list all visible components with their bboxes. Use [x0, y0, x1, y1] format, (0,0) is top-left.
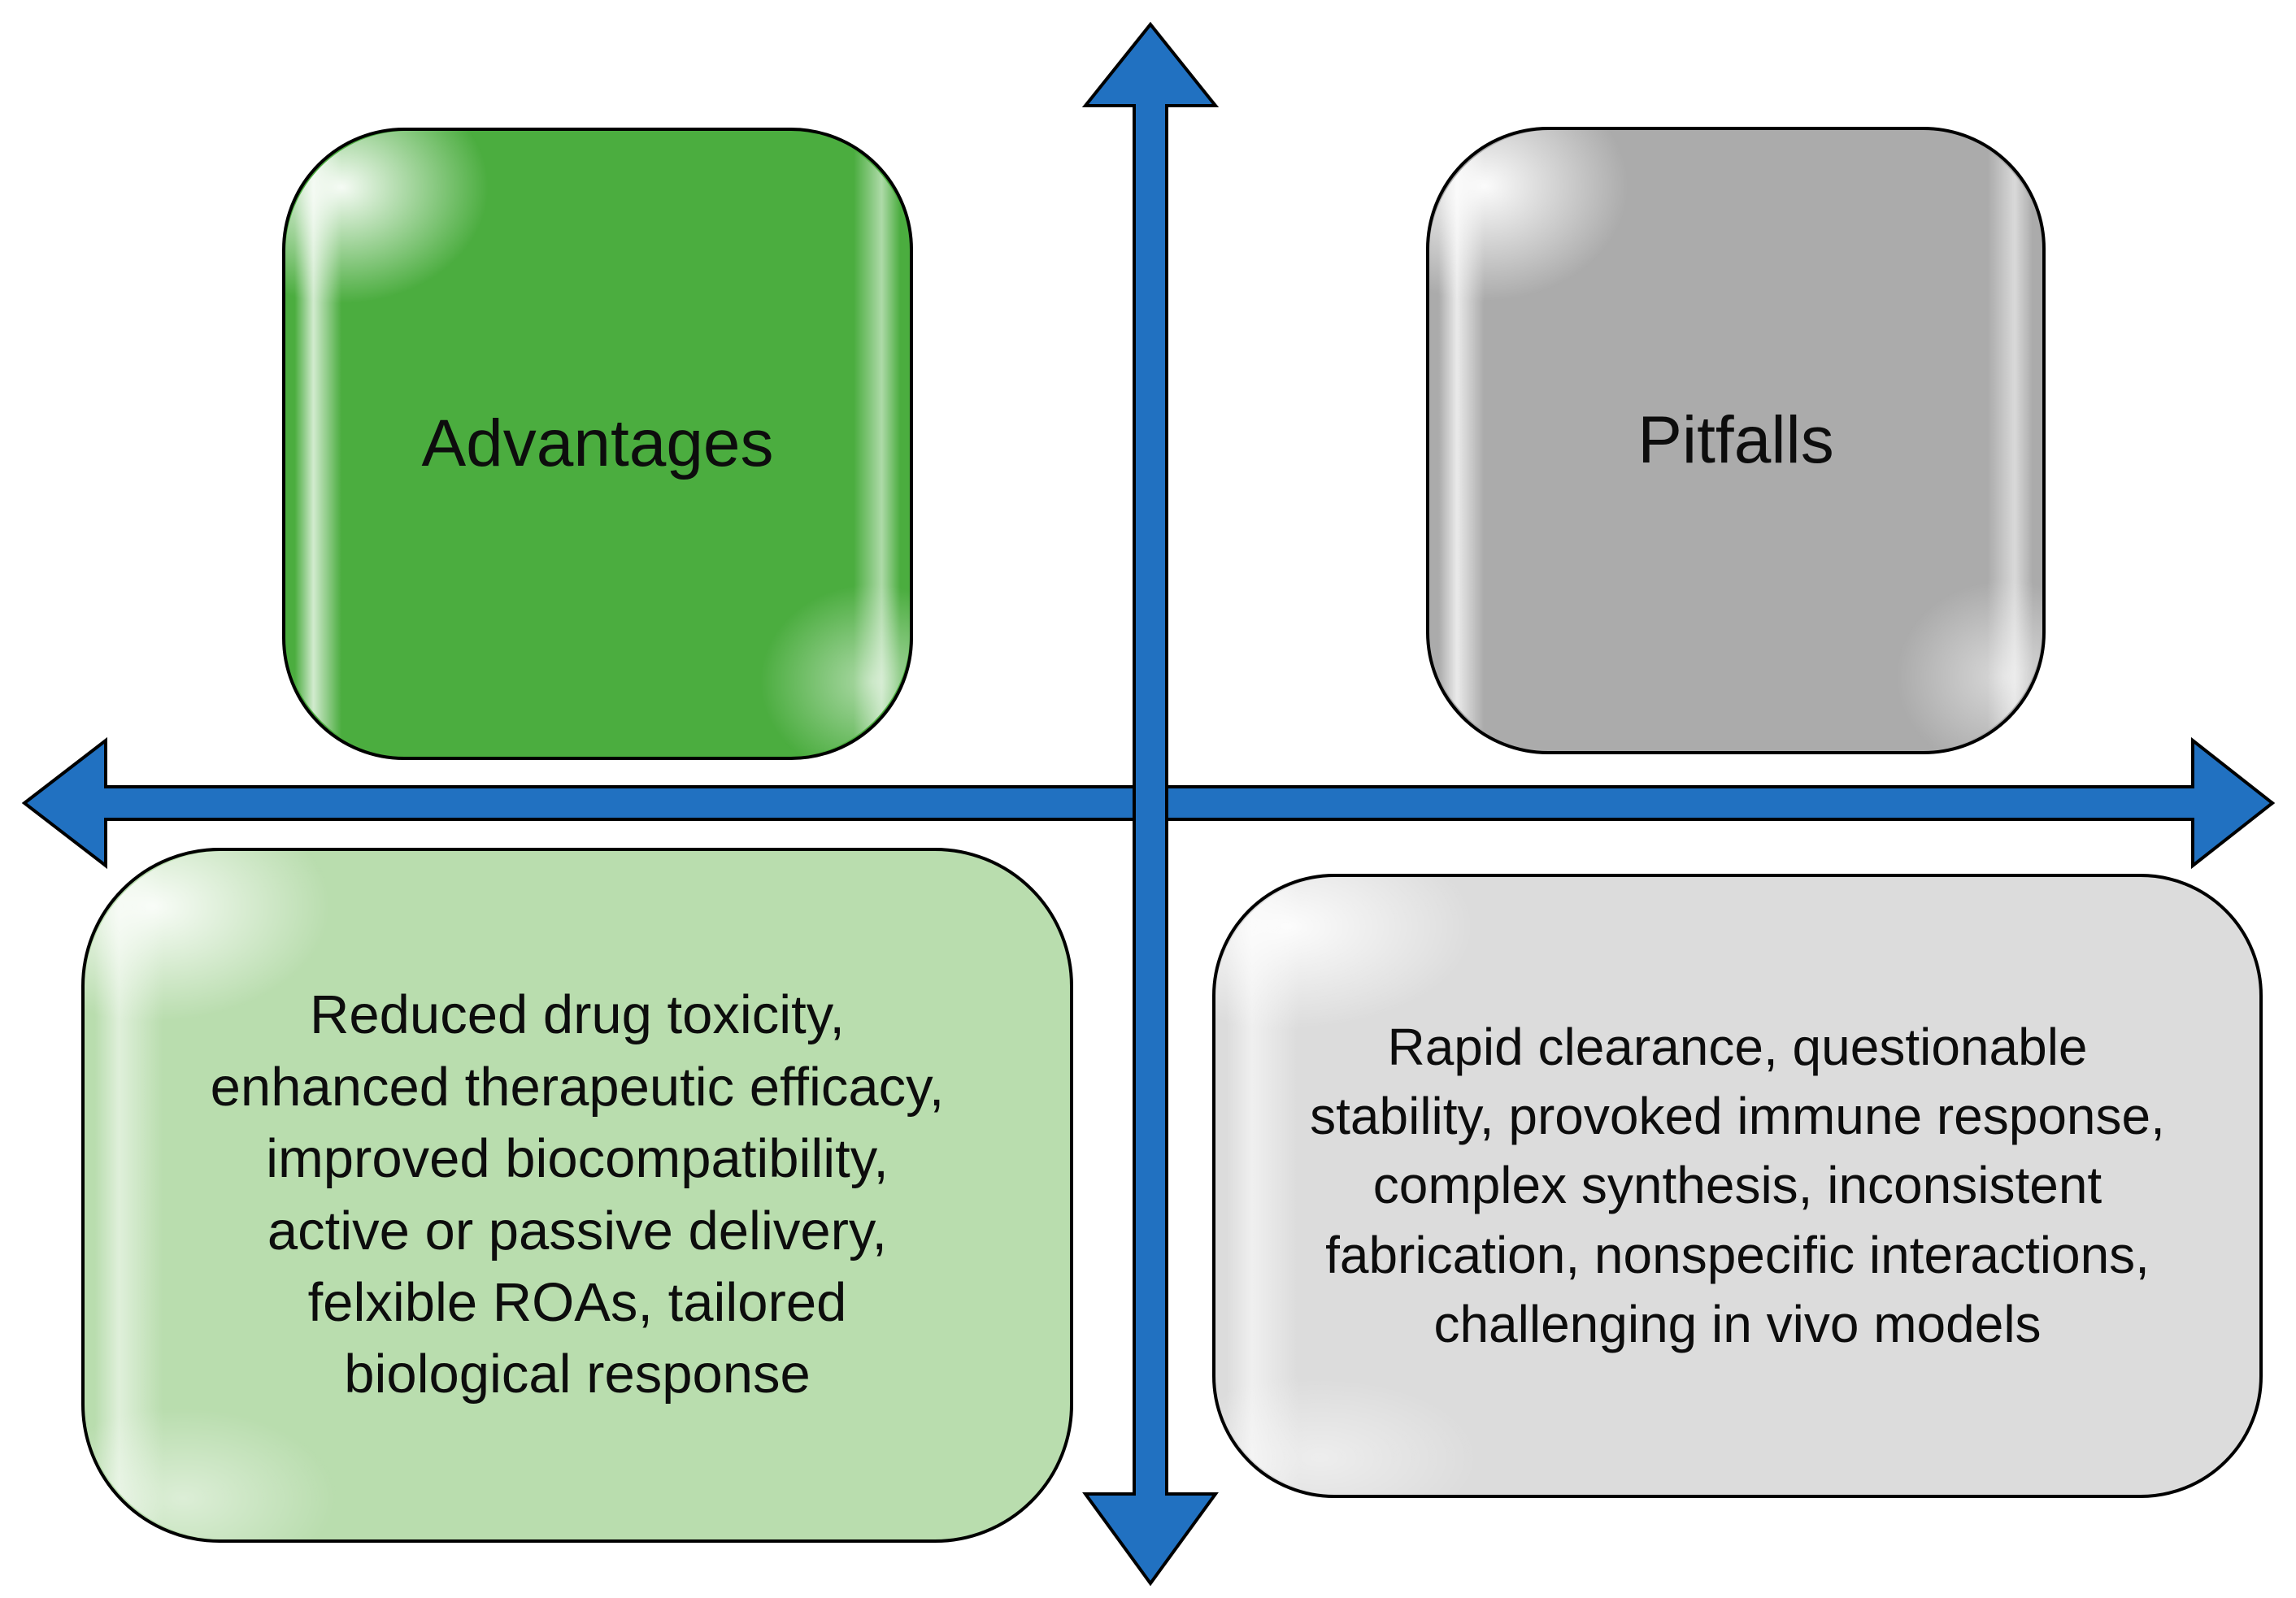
advantages-detail-box: Reduced drug toxicity, enhanced therapeu…	[81, 848, 1073, 1543]
pitfalls-detail-text: Rapid clearance, questionable stability,…	[1310, 1018, 2165, 1353]
vertical-axis-arrow	[1081, 21, 1220, 1587]
advantages-detail-text: Reduced drug toxicity, enhanced therapeu…	[210, 984, 945, 1405]
advantages-label: Advantages	[421, 406, 774, 480]
advantages-box: Advantages	[282, 128, 913, 760]
pitfalls-detail-box: Rapid clearance, questionable stability,…	[1212, 874, 2263, 1498]
pitfalls-box: Pitfalls	[1426, 127, 2046, 754]
pitfalls-label: Pitfalls	[1637, 402, 1834, 477]
